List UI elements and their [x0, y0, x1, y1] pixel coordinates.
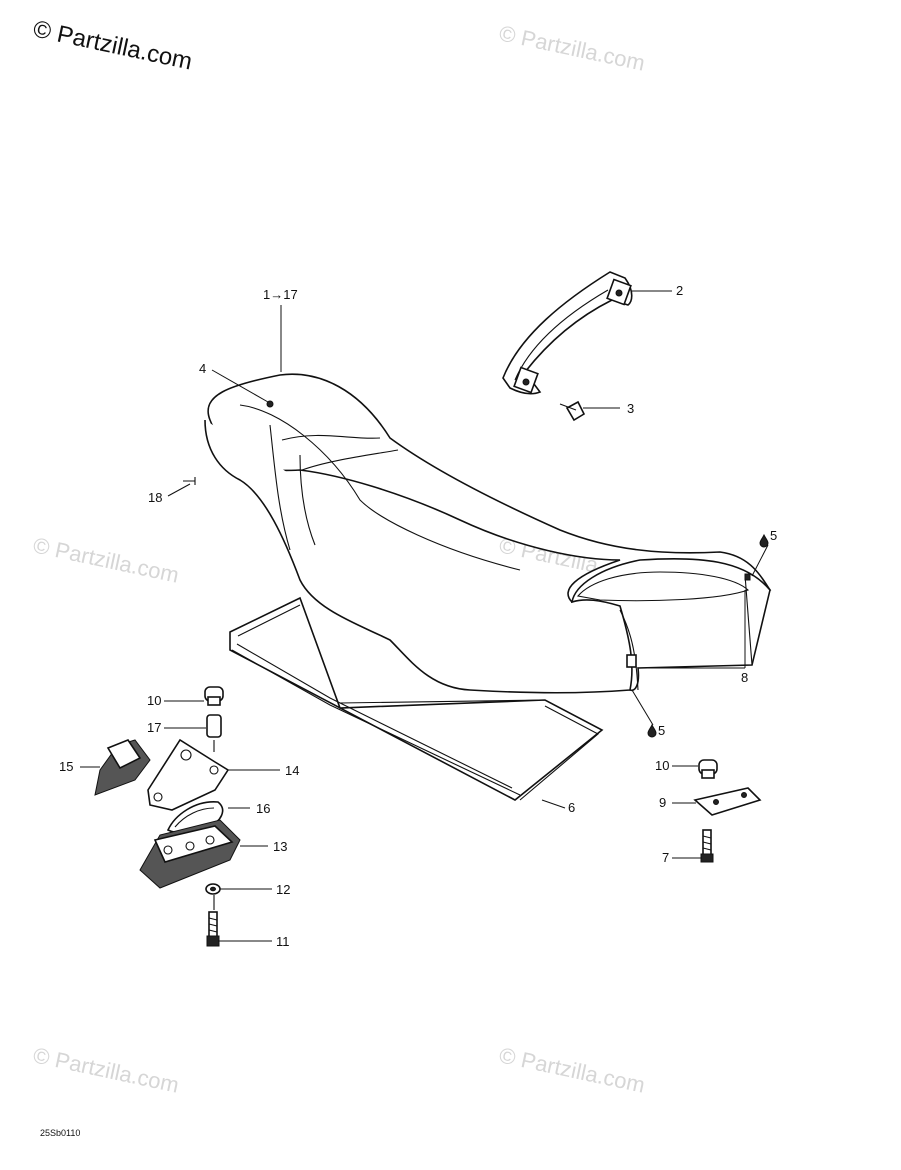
callout-13: 13: [273, 839, 287, 854]
callout-labels: 1→17 2 3 4 5 5 6 7 8 9 10 10 11 12 13 14…: [59, 283, 777, 949]
plate-right: [693, 787, 762, 816]
seat-assembly: [204, 373, 772, 694]
callout-4: 4: [199, 361, 206, 376]
callout-5-top: 5: [770, 528, 777, 543]
leader-lines: [80, 290, 769, 942]
callout-8: 8: [741, 670, 748, 685]
callout-17: 17: [147, 720, 161, 735]
callout-2: 2: [676, 283, 683, 298]
callout-10-left: 10: [147, 693, 161, 708]
callout-16: 16: [256, 801, 270, 816]
callout-1-17: 1→17: [263, 287, 298, 302]
callout-12: 12: [276, 882, 290, 897]
latch-stack: [94, 686, 241, 947]
adhesive-drop-icon: [647, 533, 769, 738]
callout-7: 7: [662, 850, 669, 865]
callout-9: 9: [659, 795, 666, 810]
grab-handle: [502, 271, 633, 422]
watermark-faded: © Partzilla.com: [497, 20, 647, 75]
callout-5-bottom: 5: [658, 723, 665, 738]
bumper-right: [698, 759, 718, 779]
watermark-faded: © Partzilla.com: [31, 1042, 181, 1097]
watermark-main: © Partzilla.com: [31, 15, 195, 75]
watermark-faded: © Partzilla.com: [497, 1042, 647, 1097]
diagram-code: 25Sb0110: [40, 1128, 80, 1138]
screw-right: [700, 829, 714, 863]
seal-frame: [229, 596, 604, 801]
callout-14: 14: [285, 763, 299, 778]
callout-10-right: 10: [655, 758, 669, 773]
callout-11: 11: [276, 934, 290, 949]
callout-6: 6: [568, 800, 575, 815]
callout-18: 18: [148, 490, 162, 505]
watermark-faded: © Partzilla.com: [31, 532, 181, 587]
rivet-18: [183, 477, 196, 485]
callout-15: 15: [59, 759, 73, 774]
callout-3: 3: [627, 401, 634, 416]
